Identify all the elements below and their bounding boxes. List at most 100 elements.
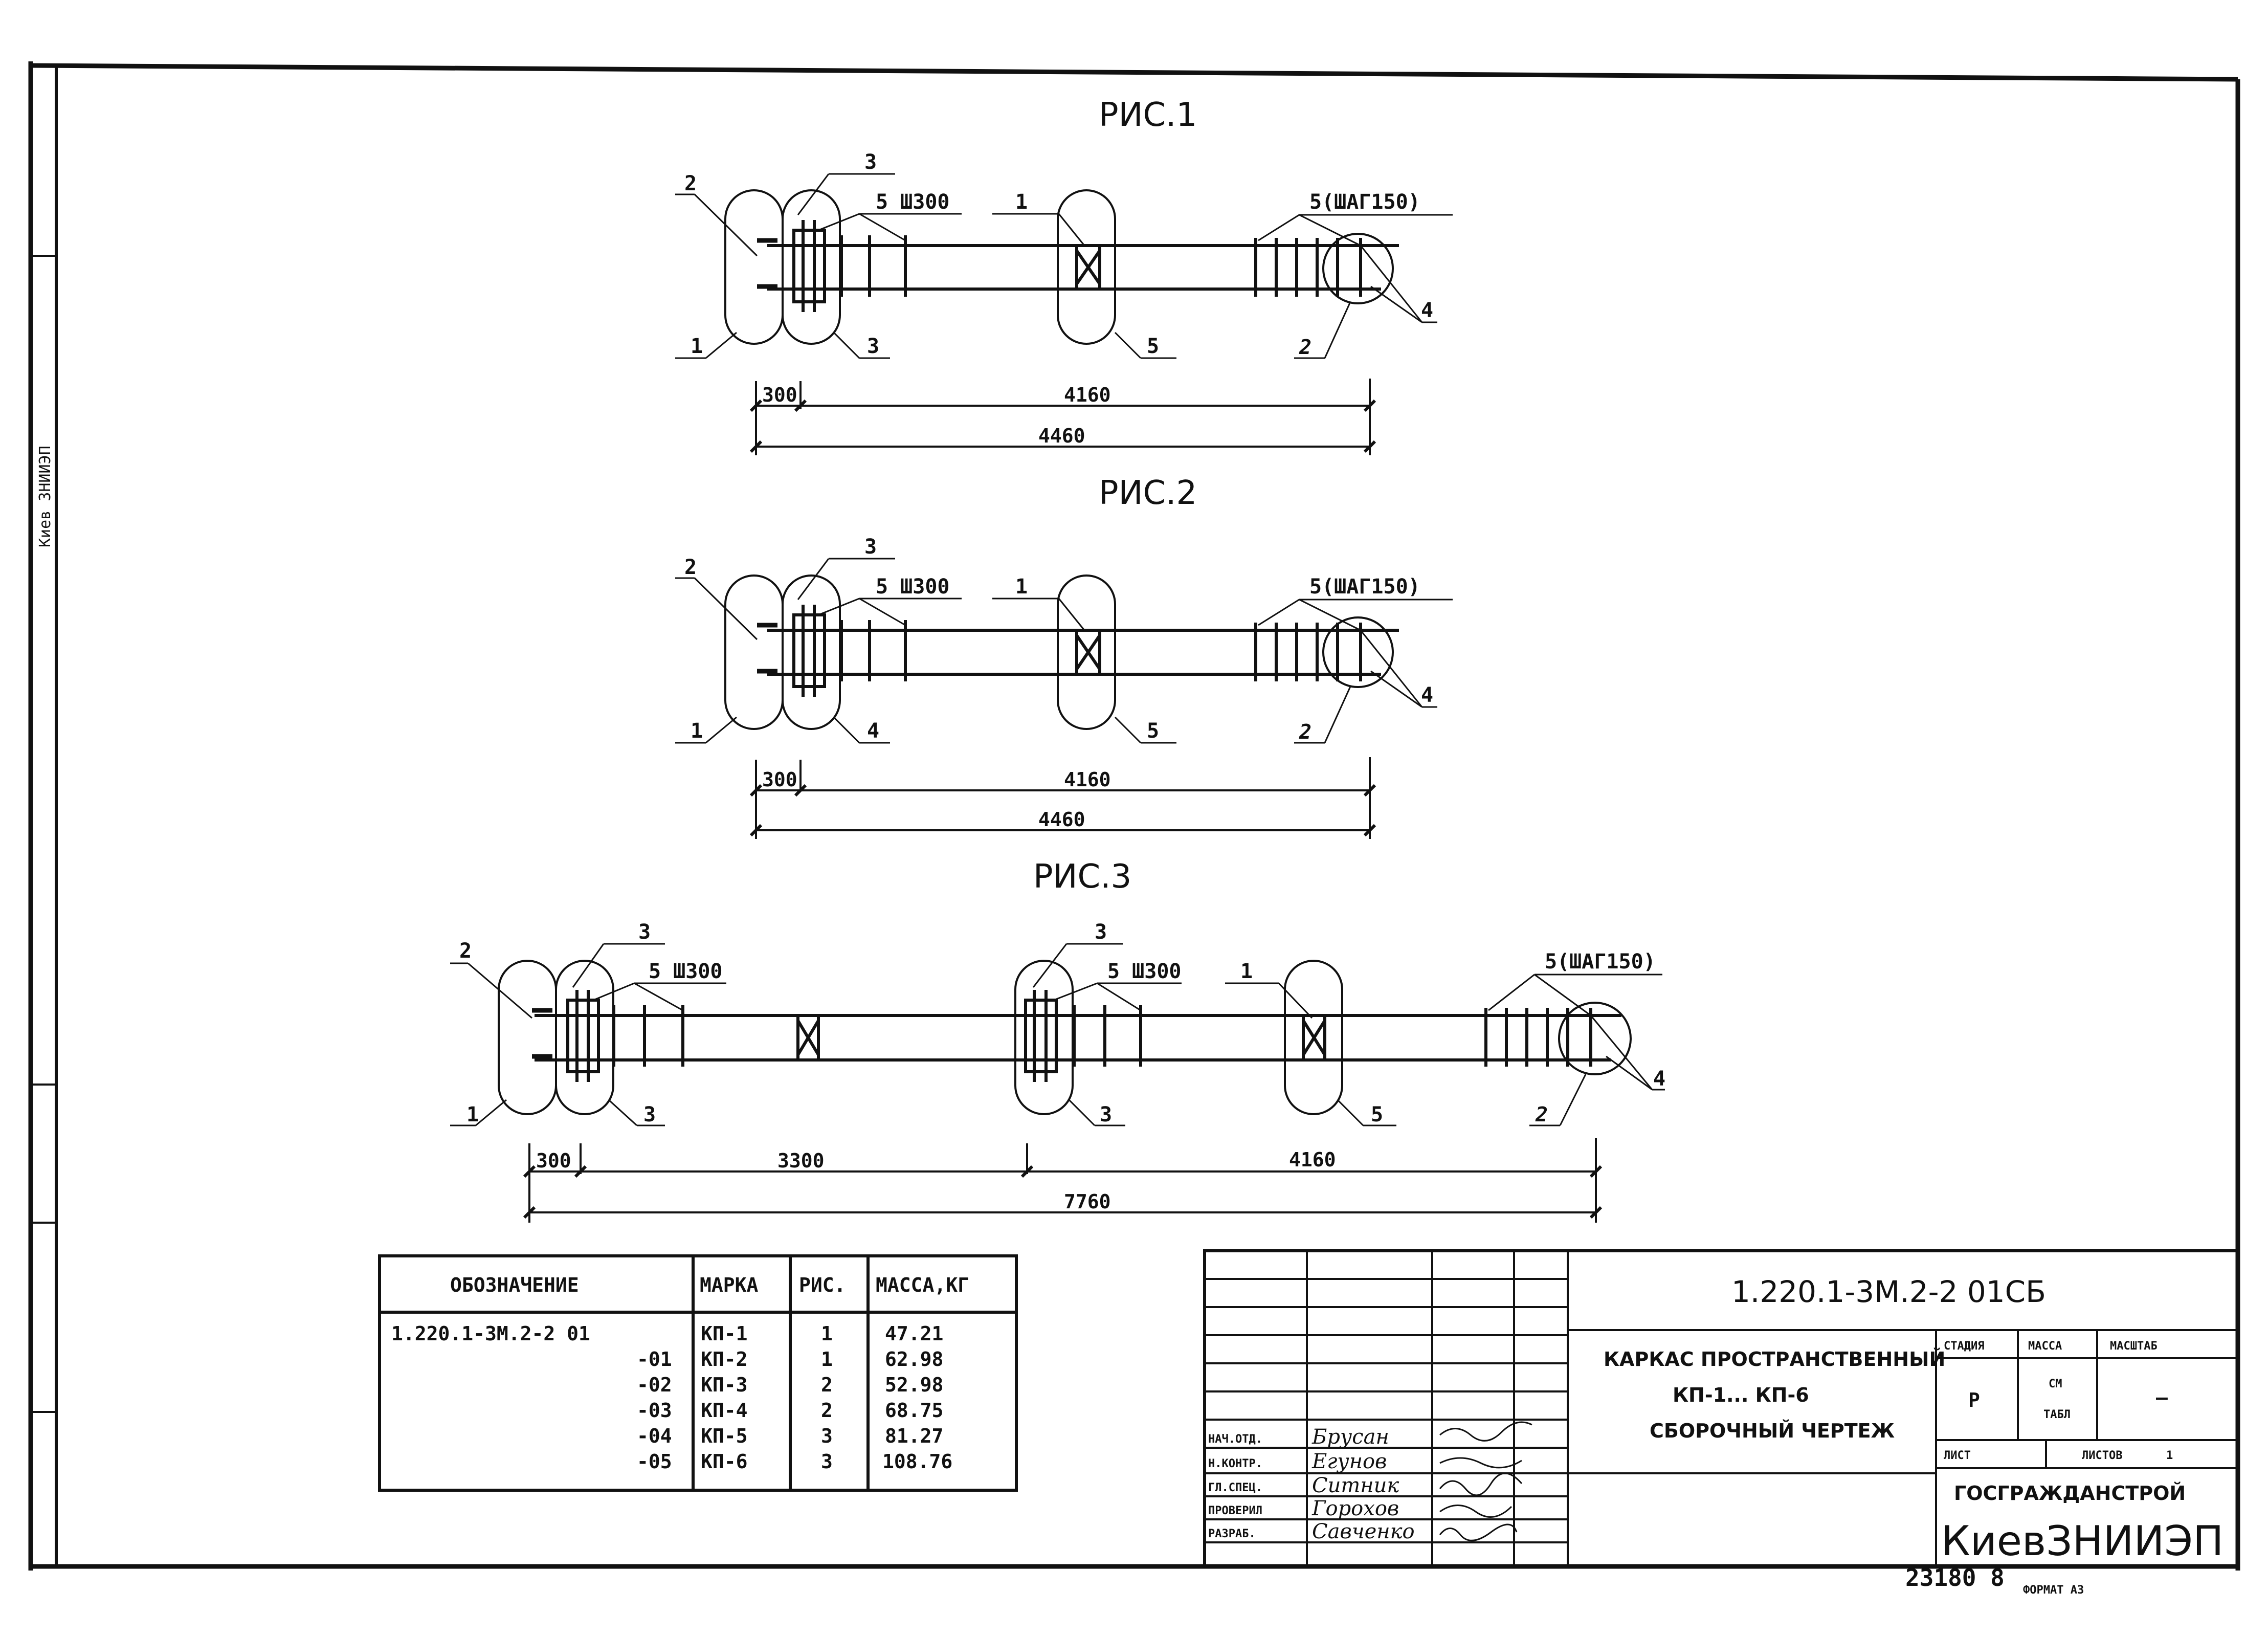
fig1-label-bottom-second: 3 — [867, 335, 879, 358]
fig3-label-bottom-left: 1 — [466, 1103, 479, 1126]
sheet-label: ЛИСТ — [1944, 1449, 1971, 1462]
figure-1-title: РИС.1 — [1099, 96, 1197, 134]
fig3-pitch-note-2: 5 Ш300 — [1107, 960, 1182, 983]
spec-row-4-designation: -03 — [637, 1399, 672, 1422]
name-checked: Горохов — [1311, 1497, 1399, 1520]
name-norm-control: Егунов — [1311, 1450, 1387, 1473]
format-note: ФОРМАТ А3 — [2023, 1584, 2084, 1597]
fig1-label-circle-right: 4 — [1421, 299, 1433, 322]
fig1-label-bottom-mid: 5 — [1147, 335, 1159, 358]
spec-row-2-figure: 1 — [821, 1348, 833, 1370]
figure-1: РИС.1 — [675, 96, 1453, 455]
stage-value: Р — [1968, 1389, 1980, 1411]
fig1-pitch-note: 5 Ш300 — [876, 190, 950, 214]
drawing-code: 1.220.1-3М.2-2 01СБ — [1731, 1274, 2046, 1309]
signatures — [1439, 1421, 1532, 1541]
spec-row-4-mark: КП-4 — [701, 1399, 748, 1422]
name-head: Брусан — [1311, 1425, 1389, 1449]
fig3-label-bottom-mid-b: 5 — [1371, 1103, 1383, 1126]
spec-row-3-mass: 52.98 — [885, 1374, 943, 1396]
mass-value-1: СМ — [2049, 1378, 2062, 1390]
spec-row-6-mark: КП-6 — [701, 1450, 748, 1473]
spec-header-mark: МАРКА — [700, 1274, 759, 1296]
spec-row-5-designation: -04 — [637, 1425, 672, 1447]
figure-2: РИС.2 — [675, 474, 1453, 839]
figure-2-title: РИС.2 — [1099, 474, 1197, 512]
name-developed: Савченко — [1312, 1520, 1415, 1543]
spec-header-mass: МАССА,КГ — [876, 1274, 969, 1296]
spec-row-6-mass: 108.76 — [882, 1450, 952, 1473]
fig1-label-top-second: 3 — [864, 150, 877, 174]
fig2-label-top-left: 2 — [684, 556, 697, 579]
sheets-value: 1 — [2166, 1449, 2173, 1462]
fig3-label-circle: 2 — [1535, 1103, 1548, 1126]
figure-3-title: РИС.3 — [1033, 858, 1131, 896]
fig2-step-note: 5(ШАГ150) — [1309, 575, 1420, 599]
fig1-dim-total: 4460 — [1038, 425, 1085, 447]
fig3-dim-first: 300 — [536, 1149, 571, 1172]
figure-3: РИС.3 — [450, 858, 1665, 1223]
spec-row-1-figure: 1 — [821, 1322, 833, 1345]
spec-table: ОБОЗНАЧЕНИЕ МАРКА РИС. МАССА,КГ 1.220.1-… — [378, 1254, 1018, 1492]
archive-number: 23180 8 — [1905, 1564, 2005, 1591]
role-chief-spec: ГЛ.СПЕЦ. — [1208, 1482, 1262, 1494]
fig3-label-circle-right: 4 — [1653, 1067, 1665, 1091]
stage-label: СТАДИЯ — [1944, 1340, 1984, 1353]
org-institute: КиевЗНИИЭП — [1941, 1517, 2223, 1565]
spec-row-1-designation: 1.220.1-3М.2-2 01 — [391, 1322, 590, 1345]
name-chief-spec: Ситник — [1312, 1474, 1399, 1497]
fig3-label-top-left: 2 — [459, 939, 472, 963]
spec-row-2-mass: 62.98 — [885, 1348, 943, 1370]
fig1-dim-first: 300 — [762, 384, 797, 406]
spec-row-5-mark: КП-5 — [701, 1425, 748, 1447]
fig3-label-mid-top-b: 1 — [1240, 960, 1253, 983]
fig2-label-bottom-left: 1 — [691, 719, 703, 743]
role-checked: ПРОВЕРИЛ — [1208, 1505, 1262, 1517]
fig2-pitch-note: 5 Ш300 — [876, 575, 950, 599]
org-ministry: ГОСГРАЖДАНСТРОЙ — [1954, 1482, 2186, 1505]
role-head: НАЧ.ОТД. — [1208, 1433, 1262, 1446]
fig2-label-bottom-second: 4 — [867, 719, 879, 743]
spec-header-designation: ОБОЗНАЧЕНИЕ — [450, 1274, 579, 1296]
fig2-label-mid-top: 1 — [1015, 575, 1028, 599]
fig3-label-bottom-mid-a: 3 — [1100, 1103, 1112, 1126]
spec-row-3-designation: -02 — [637, 1374, 672, 1396]
fig3-pitch-note: 5 Ш300 — [649, 960, 723, 983]
fig3-dim-second: 3300 — [777, 1149, 825, 1172]
fig2-label-circle-right: 4 — [1421, 683, 1433, 707]
spec-row-4-mass: 68.75 — [885, 1399, 943, 1422]
fig2-label-circle: 2 — [1299, 720, 1311, 744]
spec-row-5-mass: 81.27 — [885, 1425, 943, 1447]
fig2-label-top-second: 3 — [864, 535, 877, 559]
role-norm-control: Н.КОНТР. — [1208, 1457, 1262, 1470]
spec-row-5-figure: 3 — [821, 1425, 833, 1447]
fig3-dim-total: 7760 — [1064, 1190, 1111, 1213]
scale-value: — — [2156, 1386, 2168, 1409]
fig1-label-mid-top: 1 — [1015, 190, 1028, 214]
spec-row-1-mass: 47.21 — [885, 1322, 943, 1345]
title-block: 1.220.1-3М.2-2 01СБ КАРКАС ПРОСТРАНСТВЕН… — [1203, 1249, 2239, 1568]
fig1-label-bottom-left: 1 — [691, 335, 703, 358]
drawing-name-line2: КП-1... КП-6 — [1673, 1384, 1809, 1406]
role-developed: РАЗРАБ. — [1208, 1528, 1256, 1540]
fig1-step-note: 5(ШАГ150) — [1309, 190, 1420, 214]
fig2-label-bottom-mid: 5 — [1147, 719, 1159, 743]
spec-row-2-mark: КП-2 — [701, 1348, 748, 1370]
fig3-dim-third: 4160 — [1289, 1148, 1336, 1171]
fig3-label-mid-top-a: 3 — [1095, 920, 1107, 944]
fig3-label-top-second: 3 — [638, 920, 651, 944]
side-stamp: Киев ЗНИИЭП — [36, 446, 54, 547]
fig1-label-circle: 2 — [1299, 336, 1311, 359]
spec-row-2-designation: -01 — [637, 1348, 672, 1370]
spec-header-figure: РИС. — [799, 1274, 846, 1296]
mass-label: МАССА — [2028, 1340, 2062, 1353]
spec-row-4-figure: 2 — [821, 1399, 833, 1422]
mass-value-2: ТАБЛ — [2043, 1408, 2071, 1421]
spec-row-3-figure: 2 — [821, 1374, 833, 1396]
drawing-name-line1: КАРКАС ПРОСТРАНСТВЕННЫЙ — [1604, 1348, 1945, 1370]
spec-row-1-mark: КП-1 — [701, 1322, 748, 1345]
fig3-step-note: 5(ШАГ150) — [1545, 950, 1656, 974]
sheets-label: ЛИСТОВ — [2082, 1449, 2122, 1462]
fig1-label-top-left: 2 — [684, 172, 697, 195]
